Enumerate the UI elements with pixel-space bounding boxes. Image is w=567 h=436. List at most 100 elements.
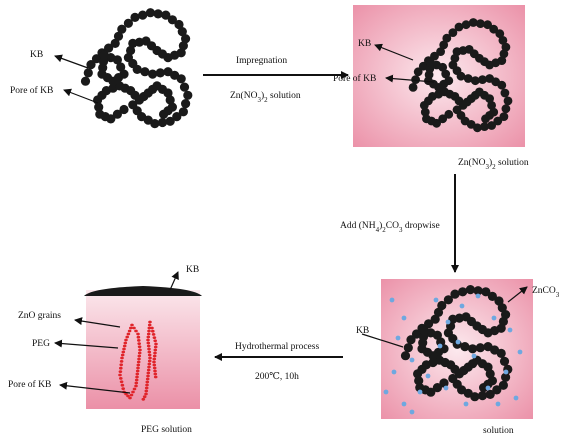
carbon-particle [422, 114, 431, 124]
carbon-particle [408, 83, 418, 92]
znco3-particle [417, 389, 423, 395]
carbon-particle [493, 116, 503, 126]
pore-label-1: Pore of KB [10, 85, 53, 96]
zno-grain [137, 354, 142, 358]
zno-grain [119, 366, 123, 370]
pore-label-3: Pore of KB [8, 379, 51, 390]
carbon-particle [432, 383, 442, 393]
carbon-particle [497, 303, 507, 313]
zno-grain [146, 338, 150, 342]
carbon-particle [181, 99, 191, 109]
carbon-particle [153, 9, 163, 19]
pore-arrow-3 [59, 381, 131, 394]
carbon-particle [138, 10, 148, 20]
carbon-particle [475, 343, 485, 353]
znco3-particle [425, 373, 431, 379]
carbon-particle [443, 295, 453, 305]
carbon-particle [179, 82, 190, 92]
carbon-particle [110, 38, 120, 49]
carbon-particle [498, 380, 508, 390]
carbon-particle [178, 41, 188, 51]
znco3-particles [383, 293, 523, 415]
carbon-particle [420, 107, 430, 117]
carbon-particle [83, 68, 93, 78]
znco3-particle [507, 327, 513, 333]
zno-grain [146, 335, 151, 339]
carbon-particle [161, 10, 171, 20]
carbon-particle [460, 342, 470, 352]
carbon-particle [468, 344, 478, 354]
zno-grain [122, 347, 126, 351]
zno-grain [146, 332, 151, 336]
carbon-particle [411, 75, 420, 84]
znco3-particle [395, 335, 401, 341]
kb-arrow-4 [361, 333, 404, 348]
carbon-particle [172, 112, 182, 122]
carbon-particle [494, 296, 504, 306]
zno-grain [152, 363, 157, 367]
kb-arrow-1 [54, 54, 89, 69]
carbon-particle [112, 109, 122, 119]
zno-grain [147, 323, 152, 327]
kb-label-4: KB [356, 326, 369, 336]
carbon-particle [104, 43, 114, 53]
zno-grain [136, 363, 141, 367]
carbon-particle [480, 122, 489, 131]
carbon-particle [450, 53, 460, 63]
zno-grain [152, 366, 157, 370]
carbon-particle [463, 74, 473, 83]
zn-no3-solution-caption: Zn(NO3)2 solution [458, 157, 529, 171]
zno-grain [141, 397, 146, 401]
carbon-particle [448, 28, 458, 37]
zno-grain [145, 383, 149, 387]
zno-grains-label: ZnO grains [18, 311, 61, 321]
zno-grain [153, 345, 158, 349]
znco3-particle [383, 389, 389, 395]
carbon-particle [94, 102, 104, 112]
zno-grain [151, 333, 156, 336]
zno-grain [138, 348, 142, 352]
carbon-particle [470, 76, 480, 86]
znco3-particle [433, 297, 439, 303]
peg-solution-box [86, 290, 200, 409]
kb-cluster-panel-2 [408, 18, 513, 133]
kb-label-2: KB [358, 39, 371, 49]
carbon-particle [183, 90, 193, 100]
carbon-particle [140, 67, 150, 77]
carbon-particle [450, 289, 460, 299]
znco3-particle [445, 319, 451, 325]
zno-grain [144, 392, 148, 396]
carbon-particle [157, 117, 168, 128]
zno-grain [126, 332, 131, 336]
carbon-particle [430, 51, 439, 61]
carbon-particle [461, 20, 471, 30]
zno-grain [153, 375, 158, 379]
add-nh4-label: Add (NH4)2CO3 dropwise [340, 220, 440, 234]
znco3-label: ZnCO3 [532, 286, 560, 299]
znco3-particle [495, 401, 501, 407]
carbon-particle [501, 42, 511, 52]
zno-grain [152, 357, 157, 361]
zno-grain [153, 372, 158, 376]
znco3-particle [455, 339, 461, 345]
zno-grain [146, 368, 151, 372]
zno-grain [137, 351, 142, 355]
zno-grain [145, 377, 150, 381]
zno-grain [146, 344, 151, 348]
carbon-particle [452, 47, 462, 56]
zno-grains-chains [118, 320, 158, 401]
znco3-particle [443, 385, 449, 391]
carbon-particle [123, 18, 133, 28]
carbon-particle [438, 114, 448, 124]
zno-grain [153, 339, 157, 343]
zno-grain [147, 365, 151, 369]
carbon-particle [433, 307, 444, 317]
carbon-particle [501, 104, 511, 114]
zno-grain [119, 363, 123, 367]
carbon-particle [130, 12, 140, 22]
znco3-particle [475, 293, 481, 299]
carbon-particle [487, 291, 497, 301]
carbon-particle [481, 287, 491, 297]
zno-grain [120, 356, 124, 360]
carbon-particle [492, 385, 502, 395]
